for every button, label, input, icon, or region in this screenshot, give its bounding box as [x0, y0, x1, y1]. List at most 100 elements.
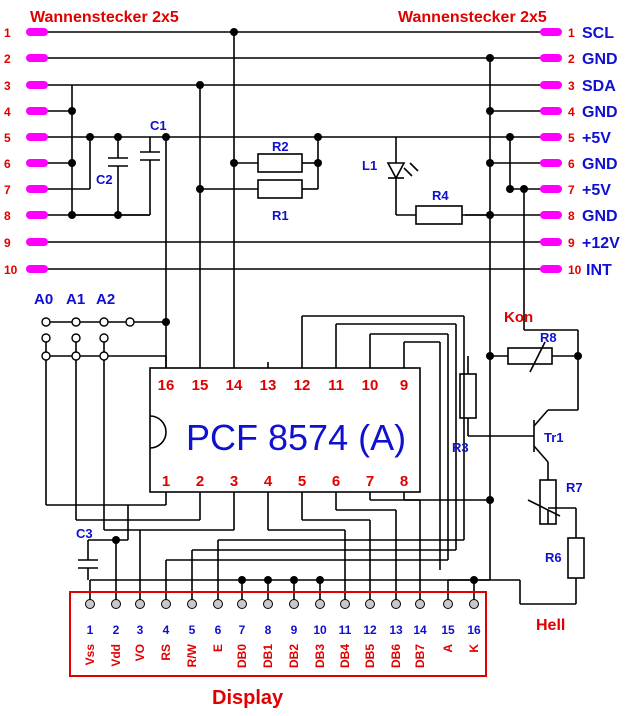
display-outline	[69, 591, 487, 677]
left-pin-number: 5	[4, 131, 11, 145]
chip-pin-5: 5	[298, 473, 306, 490]
right-pin-signal: GND	[582, 156, 618, 173]
chip-pin-8: 8	[400, 473, 408, 490]
display-pin-dot	[365, 599, 375, 609]
chip-pin-16: 16	[158, 377, 175, 394]
label-a1: A1	[66, 291, 85, 308]
chip-pin-1: 1	[162, 473, 170, 490]
left-pin-number: 2	[4, 52, 11, 66]
display-pin-number: 12	[363, 623, 377, 637]
resistor-r2	[257, 153, 303, 173]
display-pin-number: 9	[291, 623, 298, 637]
display-pin-dot	[289, 599, 299, 609]
display-pin-dot	[213, 599, 223, 609]
right-pin-number: 6	[568, 157, 575, 171]
display-pin-number: 6	[215, 623, 222, 637]
label-a2: A2	[96, 291, 115, 308]
label-tr1: Tr1	[544, 430, 564, 445]
label-r8: R8	[540, 330, 557, 345]
address-jumpers	[45, 321, 200, 530]
display-pin-number: 15	[441, 623, 455, 637]
display-pin-number: 10	[313, 623, 327, 637]
pot-r8	[507, 347, 553, 365]
right-pin-signal: GND	[582, 104, 618, 121]
right-pin-number: 7	[568, 183, 575, 197]
display-pin-name: Vdd	[109, 644, 123, 667]
right-pin-signal: +12V	[582, 235, 620, 252]
chip-pin-7: 7	[366, 473, 374, 490]
display-pin-name: VO	[133, 644, 147, 661]
display-pin-number: 4	[163, 623, 170, 637]
left-pin-8	[26, 211, 48, 219]
label-hell: Hell	[536, 617, 565, 634]
right-pin-signal: SCL	[582, 25, 614, 42]
right-pin-number: 4	[568, 105, 575, 119]
display-pins: 1Vss2Vdd3VO4RS5R/W6E7DB08DB19DB210DB311D…	[83, 599, 481, 668]
resistor-r3	[459, 373, 477, 419]
right-pin-number: 8	[568, 209, 575, 223]
display-pin-number: 2	[113, 623, 120, 637]
chip-pin-2: 2	[196, 473, 204, 490]
right-pin-signal: +5V	[582, 130, 611, 147]
chip-pin-4: 4	[264, 473, 273, 490]
right-pin-signal: INT	[586, 262, 612, 279]
chip-pin-11: 11	[328, 377, 344, 394]
display-pin-number: 1	[87, 623, 94, 637]
chip-pin-15: 15	[192, 377, 209, 394]
display-title: Display	[212, 687, 284, 709]
display-pin-dot	[85, 599, 95, 609]
display-pin-number: 14	[413, 623, 427, 637]
right-pin-number: 3	[568, 79, 575, 93]
display-pin-dot	[187, 599, 197, 609]
right-pin-8	[540, 211, 562, 219]
display-pin-number: 13	[389, 623, 403, 637]
led-l1-symbol	[386, 162, 406, 180]
display-pin-dot	[161, 599, 171, 609]
display-pin-name: R/W	[185, 643, 199, 667]
left-pin-number: 6	[4, 157, 11, 171]
right-pin-6	[540, 159, 562, 167]
left-pin-4	[26, 107, 48, 115]
right-connector-pins	[540, 28, 562, 273]
chip-bottom-wiring	[78, 315, 490, 604]
left-pin-number: 4	[4, 105, 11, 119]
resistor-r6	[567, 537, 585, 579]
left-pin-number: 3	[4, 79, 11, 93]
left-pin-3	[26, 81, 48, 89]
led-branch	[386, 137, 490, 225]
label-r1: R1	[272, 208, 289, 223]
left-pin-2	[26, 54, 48, 62]
chip-notch	[149, 415, 167, 449]
display-pin-number: 16	[467, 623, 481, 637]
right-pin-signal: GND	[582, 208, 618, 225]
display-pin-dot	[111, 599, 121, 609]
label-r7: R7	[566, 480, 583, 495]
pullup-resistors	[200, 137, 319, 199]
display-pin-name: K	[467, 644, 481, 653]
display-pin-number: 8	[265, 623, 272, 637]
display-pin-name: DB0	[235, 644, 249, 668]
left-pin-6	[26, 159, 48, 167]
left-pin-number: 8	[4, 209, 11, 223]
left-pin-number: 7	[4, 183, 11, 197]
left-pin-9	[26, 238, 48, 246]
label-r4: R4	[432, 188, 449, 203]
label-c2: C2	[96, 172, 113, 187]
display-pin-dot	[135, 599, 145, 609]
display-pin-name: DB5	[363, 644, 377, 668]
display-pin-name: Vss	[83, 644, 97, 666]
bus-wires	[40, 31, 548, 270]
label-r6: R6	[545, 550, 562, 565]
display-pin-name: DB3	[313, 644, 327, 668]
display-pin-name: DB7	[413, 644, 427, 668]
left-pin-7	[26, 185, 48, 193]
display-pin-dot	[415, 599, 425, 609]
display-pin-number: 7	[239, 623, 246, 637]
chip-pin-3: 3	[230, 473, 238, 490]
right-pin-4	[540, 107, 562, 115]
